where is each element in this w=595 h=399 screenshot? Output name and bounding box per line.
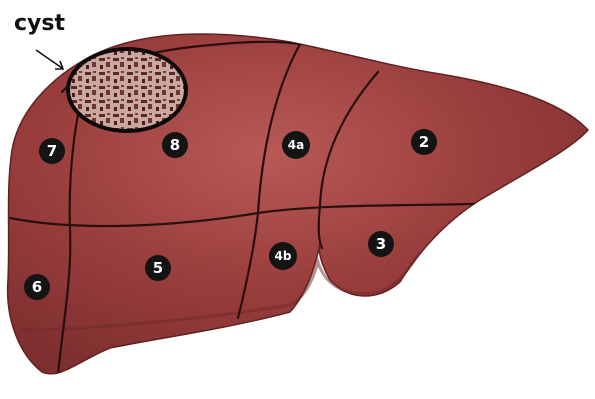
segment-badge-2: 2 — [411, 129, 437, 155]
svg-text:4a: 4a — [288, 138, 304, 152]
segment-badge-4b: 4b — [269, 242, 297, 270]
segment-badge-6: 6 — [24, 274, 50, 300]
cyst-label: cyst — [14, 11, 65, 36]
svg-text:8: 8 — [170, 136, 180, 154]
segment-badge-4a: 4a — [282, 131, 310, 159]
svg-text:5: 5 — [153, 259, 163, 277]
cyst-region — [68, 49, 186, 131]
cyst-arrow — [36, 50, 63, 69]
svg-text:3: 3 — [376, 235, 386, 253]
segment-badge-3: 3 — [368, 231, 394, 257]
svg-text:7: 7 — [47, 142, 57, 160]
svg-text:2: 2 — [419, 133, 429, 151]
svg-text:4b: 4b — [275, 249, 292, 263]
segment-badge-5: 5 — [145, 255, 171, 281]
segment-badge-8: 8 — [162, 132, 188, 158]
segment-badge-7: 7 — [39, 138, 65, 164]
svg-text:6: 6 — [32, 278, 42, 296]
